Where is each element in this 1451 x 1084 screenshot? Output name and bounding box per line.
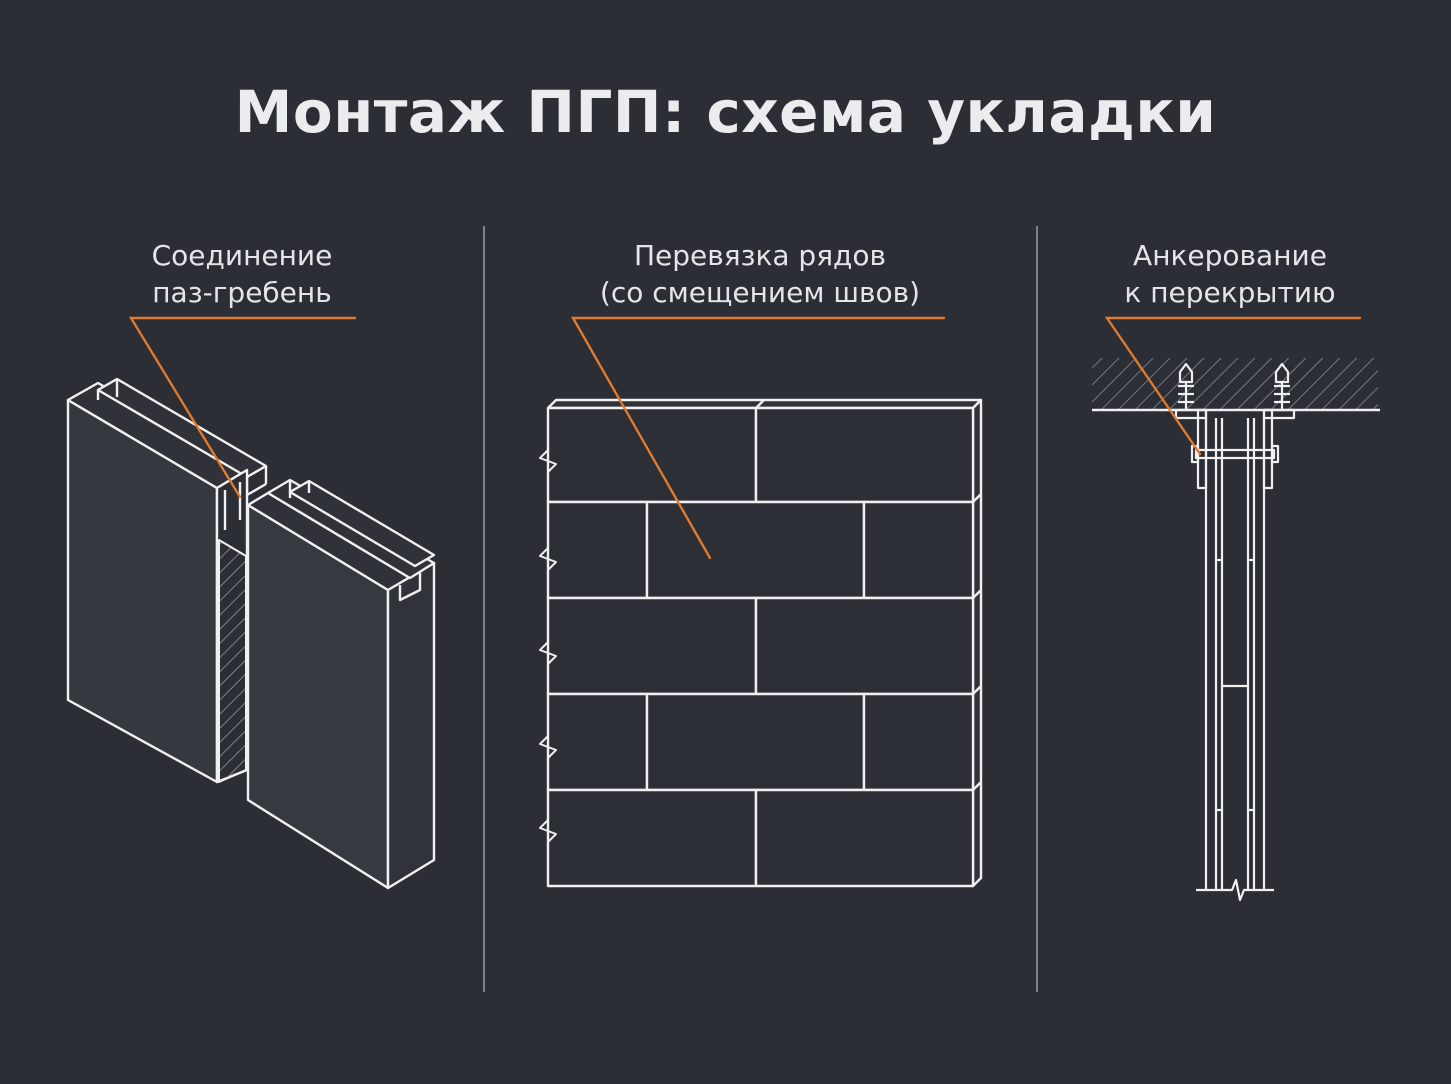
break-mark-4 <box>539 735 557 759</box>
brick-row2-b <box>645 500 866 600</box>
page-title: Монтаж ПГП: схема укладки <box>234 78 1217 146</box>
label-anchoring-line-2: к перекрытию <box>1124 276 1336 309</box>
wall-right-side <box>971 398 983 888</box>
brick-row5-b <box>754 788 975 888</box>
label-row-bonding-line-1: Перевязка рядов <box>633 239 887 272</box>
wall-break-mark <box>1196 878 1274 902</box>
callout-leader-tongue-groove <box>128 316 357 499</box>
brick-row5-a <box>546 788 758 888</box>
label-anchoring-line-1: Анкерование <box>1133 239 1327 272</box>
brick-row3-b <box>754 596 975 696</box>
wall-top-joint <box>755 399 765 409</box>
row-bonding-illustration <box>539 398 983 888</box>
break-mark-1 <box>539 449 557 473</box>
brick-row3-a <box>546 596 758 696</box>
brick-row2-c <box>862 500 975 600</box>
tongue-groove-illustration <box>66 377 436 890</box>
anchoring-illustration <box>1092 358 1380 902</box>
brick-row4-b <box>645 692 866 792</box>
bracket-nut-right <box>1270 444 1280 464</box>
right-block-tongue <box>288 479 436 568</box>
label-row-bonding-line-2: (со смещением швов) <box>599 276 921 309</box>
right-block-side-face <box>386 561 436 890</box>
ledge-1 <box>972 493 982 503</box>
label-anchoring: Анкерование к перекрытию <box>1080 237 1380 311</box>
ceiling-slab <box>1092 358 1378 410</box>
brick-row4-c <box>862 692 975 792</box>
break-mark-5 <box>539 819 557 843</box>
label-tongue-groove-line-2: паз-гребень <box>152 276 332 309</box>
ledge-3 <box>972 685 982 695</box>
label-tongue-groove: Соединение паз-гребень <box>92 237 392 311</box>
label-tongue-groove-line-1: Соединение <box>151 239 333 272</box>
anchor-bolt-left <box>1178 362 1194 410</box>
brick-row4-a <box>546 692 649 792</box>
callout-leader-anchoring <box>1104 316 1362 456</box>
label-row-bonding: Перевязка рядов (со смещением швов) <box>560 237 960 311</box>
ledge-2 <box>972 589 982 599</box>
brick-row2-a <box>546 500 649 600</box>
brick-row1-b <box>754 406 975 504</box>
anchor-bolt-right <box>1274 362 1290 410</box>
right-block-groove <box>398 572 422 602</box>
callout-leaders <box>128 316 1362 560</box>
left-block-tongue-side <box>245 477 267 497</box>
callout-leader-row-bonding <box>570 316 946 560</box>
bracket-bolt <box>1194 448 1276 460</box>
break-mark-3 <box>539 641 557 665</box>
ledge-4 <box>972 781 982 791</box>
joint-seam-glue <box>218 539 247 783</box>
break-mark-2 <box>539 547 557 571</box>
